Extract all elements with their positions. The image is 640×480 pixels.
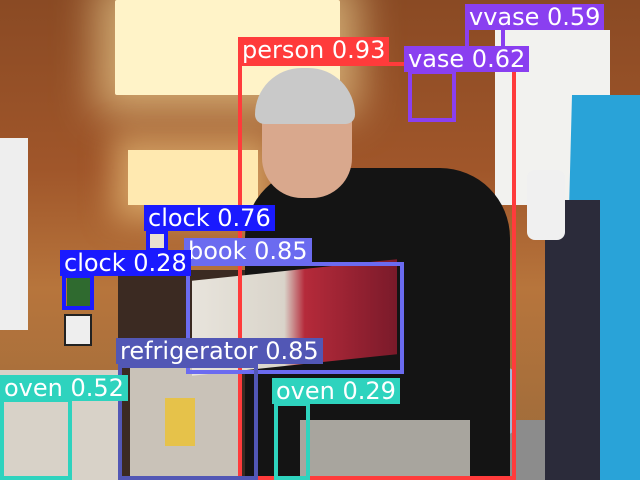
left-cabinet [0, 138, 28, 330]
label-clock-small: clock 0.28 [60, 250, 191, 276]
bbox-vase [408, 70, 456, 122]
person-pants [300, 420, 470, 480]
ceiling-light-panel-lower [128, 150, 258, 205]
label-book: book 0.85 [184, 238, 312, 264]
label-refrigerator: refrigerator 0.85 [116, 338, 323, 364]
label-vvase: vvase 0.59 [465, 4, 605, 30]
bbox-clock-small [62, 274, 94, 310]
bbox-refrigerator [118, 364, 258, 480]
label-clock-main: clock 0.76 [144, 205, 275, 231]
bbox-oven-right [274, 402, 310, 480]
label-vase: vase 0.62 [404, 46, 530, 72]
label-oven-right: oven 0.29 [272, 378, 400, 404]
dark-apron [545, 200, 600, 480]
white-cloth [527, 170, 565, 240]
bbox-book [186, 262, 404, 374]
bbox-person [238, 62, 516, 480]
label-person: person 0.93 [238, 37, 390, 63]
framed-picture [64, 314, 92, 346]
wall-ornament [67, 278, 91, 308]
poster [165, 398, 195, 446]
label-oven-left: oven 0.52 [0, 375, 128, 401]
wall-clock-small [150, 232, 164, 250]
bbox-oven-left [0, 398, 72, 480]
